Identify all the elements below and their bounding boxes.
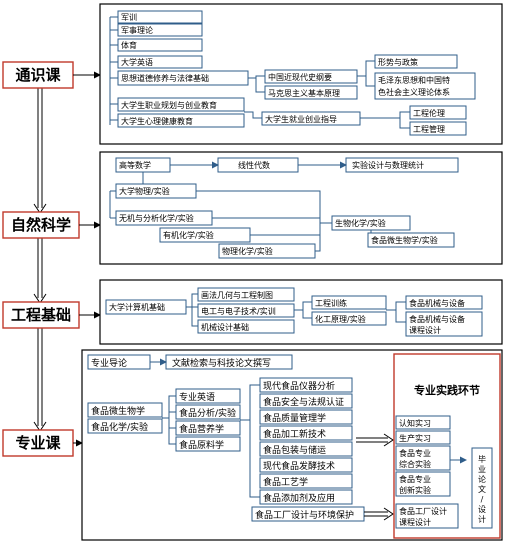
course-food-machinery-design-line2: 课程设计 — [409, 325, 441, 335]
category-general-label: 通识课 — [15, 66, 61, 84]
practice-factory-design-line2: 课程设计 — [399, 517, 431, 527]
course-modern-history: 中国近现代史纲要 — [268, 72, 332, 82]
course-morality-law: 思想道德修养与法律基础 — [121, 73, 209, 83]
practice-factory-design-line1: 食品工厂设计 — [399, 506, 447, 516]
course-eng-ethics: 工程伦理 — [413, 108, 445, 118]
category-major: 专业课 — [2, 429, 74, 457]
course-career-planning: 大学生职业规划与创业教育 — [121, 100, 217, 110]
course-physics: 大学物理/实验 — [119, 186, 170, 196]
practice-production: 生产实习 — [399, 433, 431, 443]
course-instrument-analysis: 现代食品仪器分析 — [263, 380, 335, 392]
course-computer-basics: 大学计算机基础 — [109, 302, 165, 312]
practice-title: 专业实践环节 — [414, 383, 480, 397]
course-mao-theory-line1: 毛泽东思想和中国特 — [378, 75, 450, 85]
course-military-training: 军训 — [121, 13, 137, 22]
course-drawing: 画法几何与工程制图 — [201, 290, 273, 300]
practice-thesis-6: 设 — [478, 504, 486, 514]
course-packaging: 食品包装与储运 — [263, 444, 326, 456]
course-processing: 食品加工新技术 — [263, 428, 326, 440]
course-linear-algebra: 线性代数 — [238, 160, 270, 170]
course-food-machinery-design-line1: 食品机械与设备 — [409, 314, 465, 324]
course-entrepreneurship: 大学生就业创业指导 — [265, 114, 337, 124]
category-natural-science: 自然科学 — [2, 211, 80, 239]
course-experiment-design: 实验设计与数理统计 — [352, 160, 424, 170]
course-english: 大学英语 — [121, 57, 153, 67]
category-major-label: 专业课 — [15, 434, 61, 452]
course-additives: 食品添加剂及应用 — [263, 492, 335, 504]
course-literature: 文献检索与科技论文撰写 — [172, 357, 271, 369]
course-food-chem: 食品化学/实验 — [91, 421, 148, 433]
course-technology: 食品工艺学 — [263, 476, 308, 488]
course-inorganic-chem: 无机与分析化学/实验 — [119, 213, 194, 223]
practice-innovation-line1: 食品专业 — [399, 474, 431, 484]
course-factory-design: 食品工厂设计与环境保护 — [255, 509, 354, 521]
course-advanced-math: 高等数学 — [119, 160, 151, 170]
practice-thesis-3: 论 — [478, 474, 486, 484]
practice-comprehensive-line2: 综合实验 — [399, 459, 431, 469]
course-food-nutrition: 食品营养学 — [179, 423, 224, 435]
course-mental-health: 大学生心理健康教育 — [121, 116, 193, 126]
practice-thesis-7: 计 — [478, 514, 486, 524]
course-pe: 体育 — [121, 40, 137, 50]
course-organic-chem: 有机化学/实验 — [163, 230, 214, 240]
practice-thesis-5: / — [481, 495, 484, 504]
course-mechanical-design: 机械设计基础 — [201, 322, 249, 332]
course-prof-english: 专业英语 — [179, 391, 215, 403]
category-natural-science-label: 自然科学 — [11, 216, 71, 234]
course-physical-chem: 物理化学/实验 — [222, 246, 273, 256]
category-engineering-label: 工程基础 — [11, 306, 71, 324]
course-electrical: 电工与电子技术/实训 — [201, 306, 276, 316]
course-quality-mgmt: 食品质量管理学 — [263, 412, 326, 424]
course-food-machinery: 食品机械与设备 — [409, 298, 465, 308]
category-general: 通识课 — [2, 61, 74, 89]
category-engineering: 工程基础 — [2, 301, 80, 329]
course-biochem: 生物化学/实验 — [335, 218, 386, 228]
course-food-materials: 食品原料学 — [179, 439, 224, 451]
practice-cognition: 认知实习 — [399, 418, 431, 428]
practice-innovation-line2: 创新实验 — [399, 485, 431, 495]
course-eng-training: 工程训练 — [315, 298, 347, 308]
practice-thesis-1: 毕 — [478, 454, 486, 464]
practice-thesis-2: 业 — [478, 464, 486, 474]
course-food-micro-exp: 食品微生物学/实验 — [371, 235, 438, 245]
course-situation-policy: 形势与政策 — [378, 57, 418, 67]
course-marxism: 马克思主义基本原理 — [268, 88, 340, 98]
course-food-analysis: 食品分析/实验 — [179, 407, 236, 419]
practice-comprehensive-line1: 食品专业 — [399, 448, 431, 458]
course-military-theory: 军事理论 — [121, 25, 153, 35]
course-fermentation: 现代食品发酵技术 — [263, 460, 335, 472]
course-food-micro: 食品微生物学 — [91, 405, 145, 417]
course-intro: 专业导论 — [91, 357, 127, 369]
course-mao-theory-line2: 色社会主义理论体系 — [378, 87, 450, 97]
course-food-safety: 食品安全与法规认证 — [263, 396, 344, 408]
course-eng-management: 工程管理 — [413, 124, 445, 134]
course-chem-principles: 化工原理/实验 — [315, 314, 366, 324]
practice-thesis-4: 文 — [478, 484, 486, 494]
